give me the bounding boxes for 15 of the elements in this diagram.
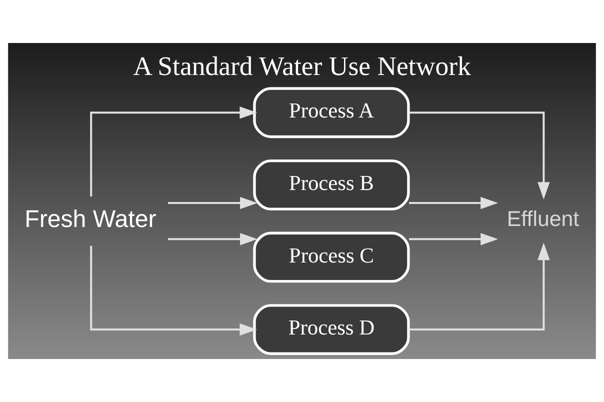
arrow bbox=[90, 106, 258, 196]
node-box: Process A bbox=[253, 87, 410, 138]
diagram-title: A Standard Water Use Network bbox=[133, 51, 471, 82]
node-text: Fresh Water bbox=[24, 206, 156, 233]
node-text: Effluent bbox=[506, 207, 580, 232]
arrow bbox=[90, 246, 258, 336]
node-box: Process C bbox=[253, 232, 410, 283]
arrow bbox=[168, 196, 258, 210]
arrow bbox=[168, 233, 258, 246]
arrow bbox=[409, 196, 498, 210]
arrow bbox=[408, 112, 550, 200]
node-box: Process D bbox=[253, 304, 410, 355]
arrow bbox=[408, 242, 550, 331]
arrow bbox=[409, 233, 498, 246]
node-box: Process B bbox=[253, 160, 410, 210]
